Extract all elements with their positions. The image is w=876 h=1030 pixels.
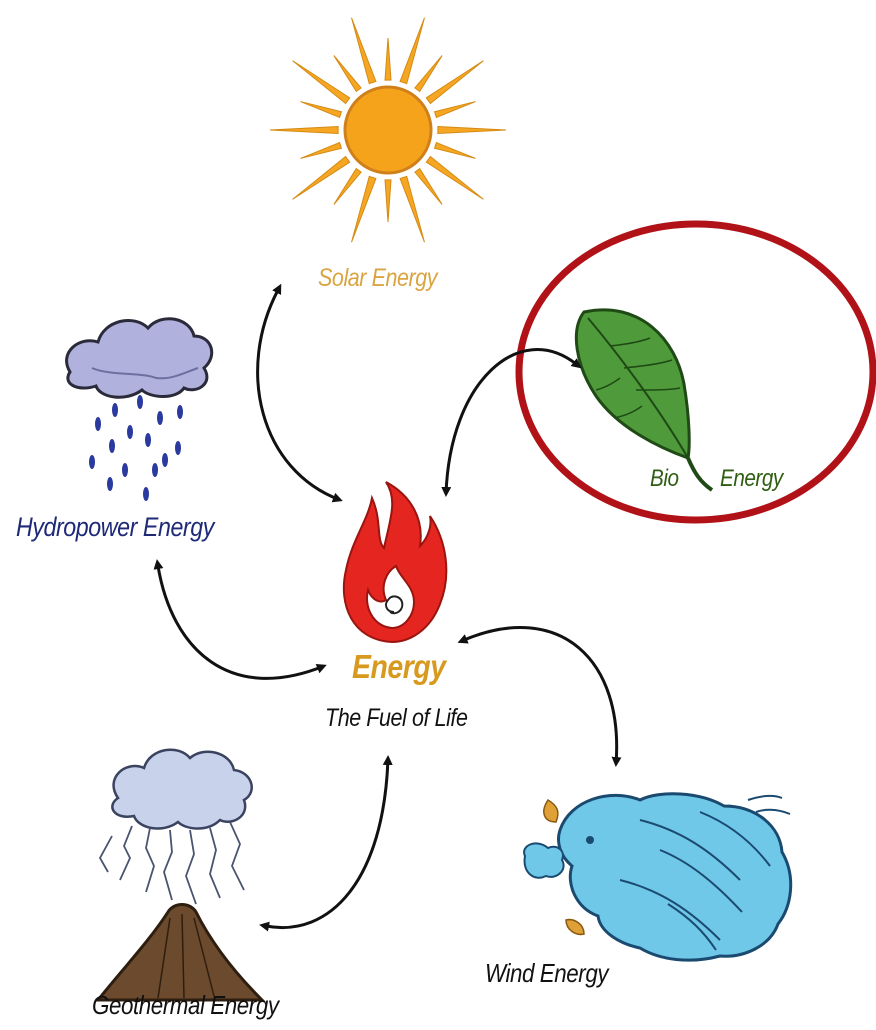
sun-ray <box>400 18 424 84</box>
sun-ray <box>438 127 506 134</box>
center-title: Energy <box>352 648 446 686</box>
sun-ray <box>334 169 361 205</box>
bio-energy-label-part1: Bio <box>650 465 679 493</box>
rain-cloud-icon <box>67 319 212 501</box>
bio-energy-label-part2: Energy <box>720 465 783 493</box>
sun-ray <box>400 176 424 242</box>
arrow-wind-center <box>464 628 617 764</box>
leaf-icon <box>576 310 712 490</box>
arrow-solar-center <box>258 290 340 500</box>
sun-ray <box>301 143 342 159</box>
solar-energy-label: Solar Energy <box>318 264 437 293</box>
hydropower-energy-label: Hydropower Energy <box>16 512 214 543</box>
sun-ray <box>385 180 391 222</box>
sun-ray <box>352 18 376 84</box>
arrow-geo-center <box>266 758 388 928</box>
sun-ray <box>301 102 342 118</box>
sun-ray <box>334 56 361 92</box>
center-subtitle: The Fuel of Life <box>325 704 468 733</box>
sun-ray <box>385 38 391 80</box>
sun-ray <box>415 169 442 205</box>
sun-icon <box>270 18 506 242</box>
sun-ray <box>435 143 476 159</box>
sun-ray <box>270 127 338 134</box>
flame-icon <box>344 482 446 642</box>
arrow-bio-center <box>446 350 576 494</box>
wind-face-icon <box>524 794 791 960</box>
sun-ray <box>435 102 476 118</box>
sun-ray <box>415 56 442 92</box>
volcano-icon <box>98 750 262 1000</box>
geothermal-energy-label: Geothermal Energy <box>92 990 279 1021</box>
wind-energy-label: Wind Energy <box>485 958 608 989</box>
arrow-hydro-center <box>158 566 324 678</box>
sun-ray <box>352 176 376 242</box>
